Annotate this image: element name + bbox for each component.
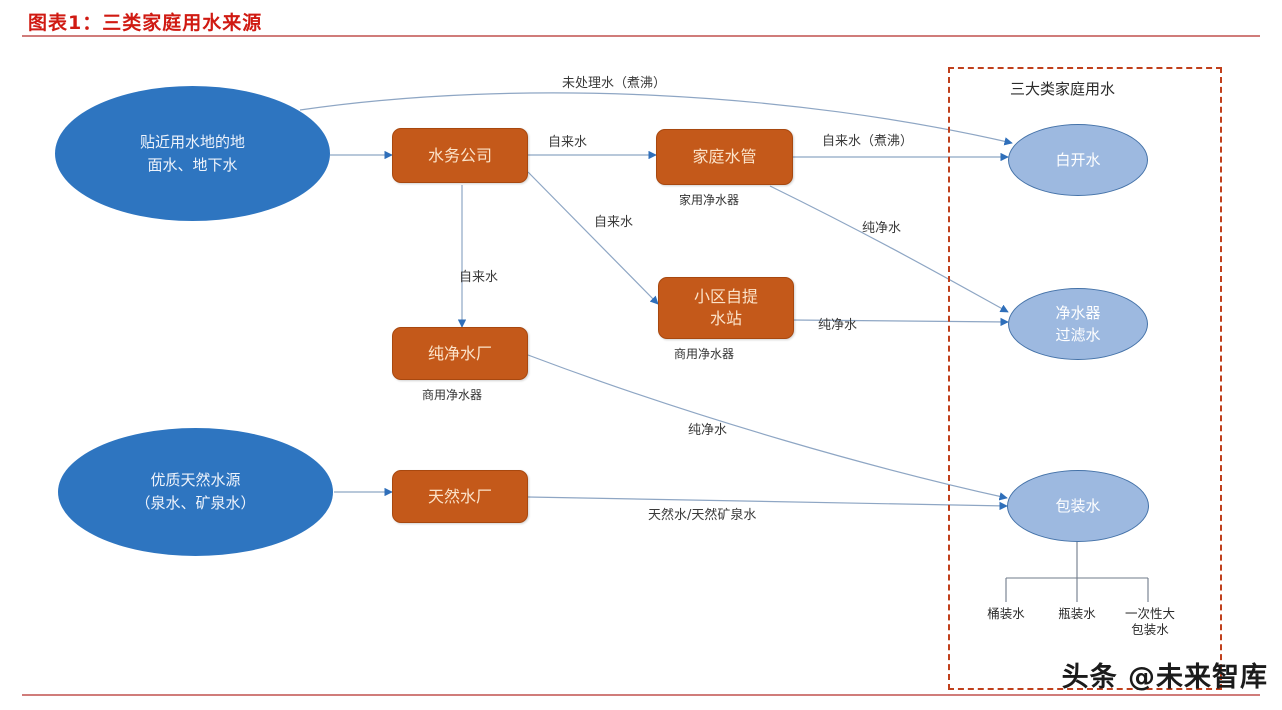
destination-label-line2: 过滤水 <box>1055 326 1101 344</box>
edge-label-tap-to-pureplant: 自来水 <box>459 270 499 285</box>
destination-node-filtered-water[interactable]: 净水器 过滤水 <box>1008 288 1148 360</box>
source-label-line1: 贴近用水地的地 <box>139 132 245 151</box>
process-label: 天然水厂 <box>427 486 492 506</box>
destination-label-line1: 净水器 <box>1055 304 1101 322</box>
source-label-line2: （泉水、矿泉水） <box>135 494 256 512</box>
edge-label-untreated-boiled: 未处理水（煮沸） <box>562 76 667 91</box>
process-label: 家庭水管 <box>692 147 757 166</box>
edge-label-natural-water: 天然水/天然矿泉水 <box>648 508 757 523</box>
edge-label-pure-from-station: 纯净水 <box>818 318 858 333</box>
process-node-community-station[interactable]: 小区自提 水站 <box>658 277 794 339</box>
process-node-natural-plant[interactable]: 天然水厂 <box>392 470 528 523</box>
leaf-label-line1: 一次性大 <box>1124 606 1175 621</box>
destination-node-packaged-water[interactable]: 包装水 <box>1007 470 1149 542</box>
source-node-natural-water[interactable]: 优质天然水源 （泉水、矿泉水） <box>58 428 333 556</box>
packaged-leaf-bottle: 瓶装水 <box>1037 606 1117 622</box>
process-sublabel-home-pipe: 家用净水器 <box>679 193 740 207</box>
footer-rule <box>22 694 1260 696</box>
process-node-pure-plant[interactable]: 纯净水厂 <box>392 327 528 380</box>
edge-label-tap-boiled: 自来水（煮沸） <box>822 134 914 149</box>
leaf-label-line2: 包装水 <box>1131 622 1169 637</box>
process-label: 纯净水厂 <box>427 343 492 363</box>
destination-label-line1: 白开水 <box>1055 151 1101 169</box>
packaged-leaf-barrel: 桶装水 <box>966 606 1046 622</box>
leaf-label-line1: 桶装水 <box>987 606 1025 621</box>
process-label-line2: 水站 <box>709 309 742 328</box>
packaged-leaf-bulk: 一次性大 包装水 <box>1108 606 1192 638</box>
destination-group-title: 三大类家庭用水 <box>1010 80 1116 98</box>
destination-group-region <box>948 67 1222 690</box>
source-label-line2: 面水、地下水 <box>147 155 238 174</box>
destination-node-boiled-water[interactable]: 白开水 <box>1008 124 1148 196</box>
process-sublabel-pure-plant: 商用净水器 <box>422 388 483 402</box>
page-title: 图表1：三类家庭用水来源 <box>28 12 263 34</box>
edge-label-pure-from-plant: 纯净水 <box>688 423 728 438</box>
process-sublabel-community-station: 商用净水器 <box>674 347 735 361</box>
edge-label-tap-to-station: 自来水 <box>594 215 634 230</box>
source-node-surface-water[interactable]: 贴近用水地的地 面水、地下水 <box>55 86 330 221</box>
leaf-label-line1: 瓶装水 <box>1058 606 1096 621</box>
edge-label-tap-to-pipe: 自来水 <box>548 135 588 150</box>
process-node-water-company[interactable]: 水务公司 <box>392 128 528 183</box>
source-label-line1: 优质天然水源 <box>150 471 241 489</box>
header-rule <box>22 35 1260 37</box>
process-label-line1: 小区自提 <box>693 287 758 306</box>
edge-label-pure-from-home: 纯净水 <box>862 221 902 236</box>
process-label: 水务公司 <box>427 145 492 165</box>
watermark: 头条 @未来智库 <box>1061 662 1268 693</box>
process-node-home-pipe[interactable]: 家庭水管 <box>656 129 793 185</box>
destination-label-line1: 包装水 <box>1055 497 1101 515</box>
